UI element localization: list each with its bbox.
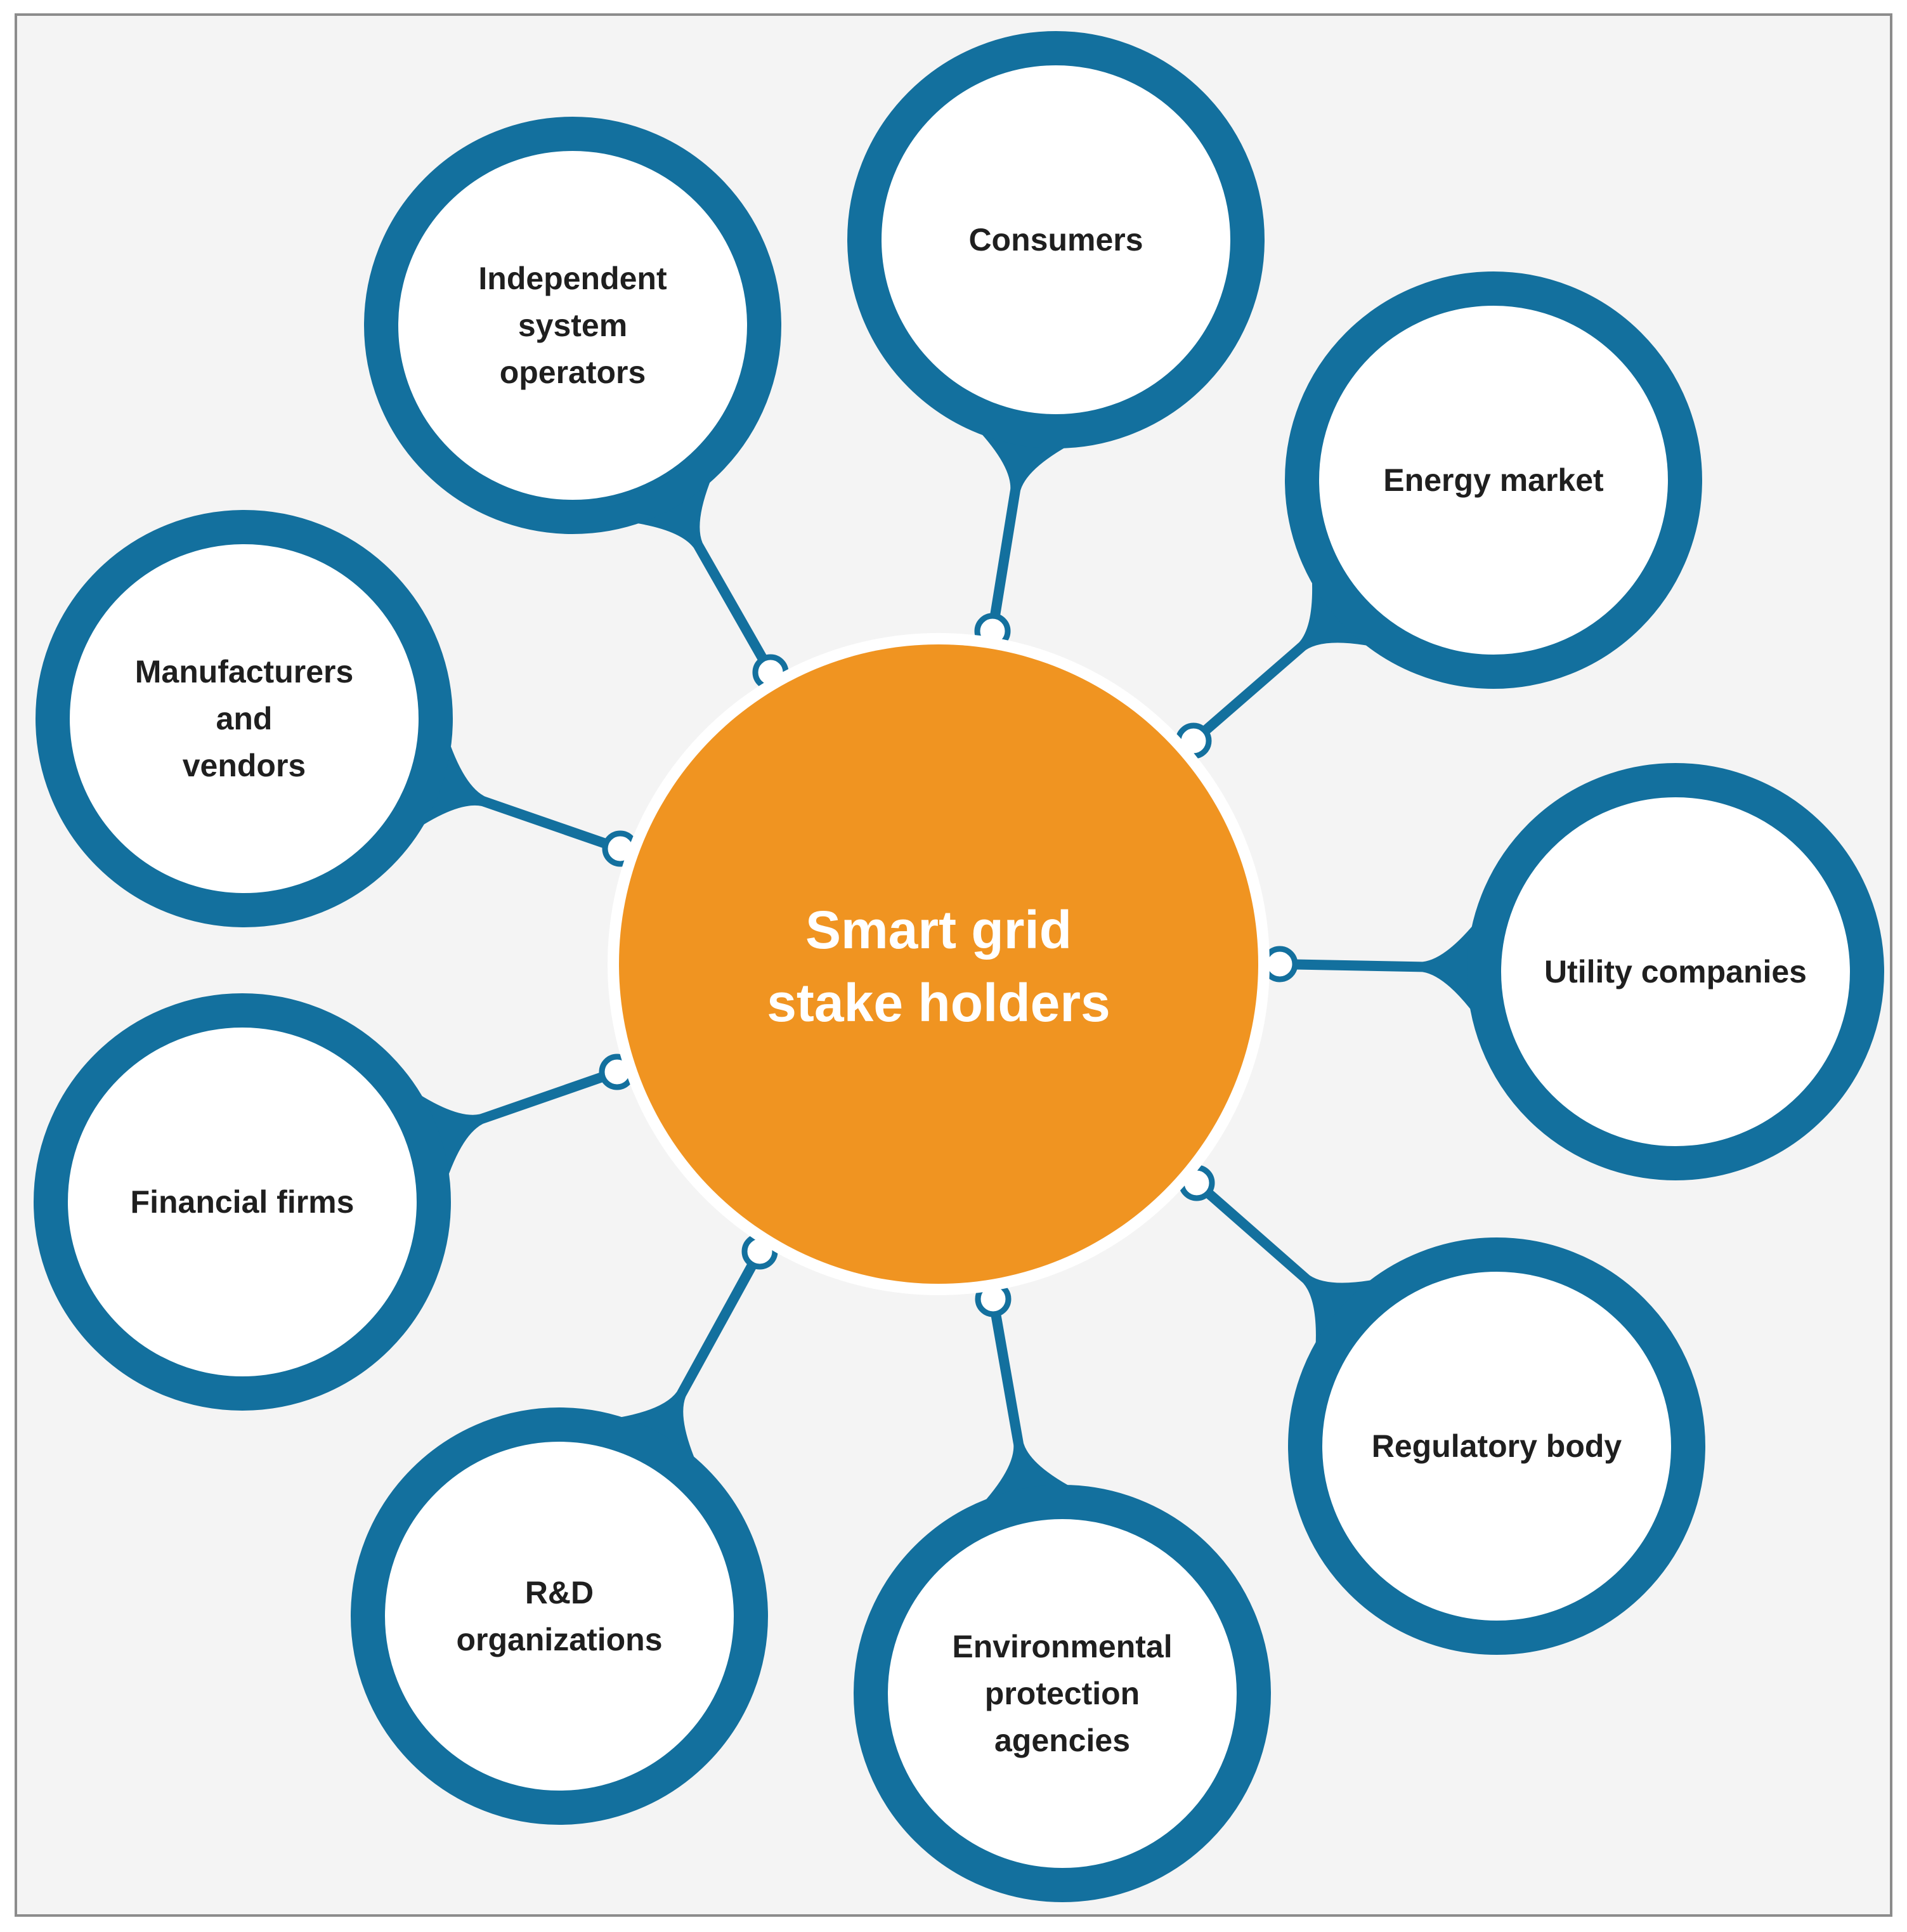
node-ring-manufacturers-and-vendors: [36, 510, 453, 927]
node-label-utility-companies-line1: Utility companies: [1544, 954, 1807, 989]
hub: Smart grid stake holders: [608, 633, 1270, 1295]
node-independent-system-operators: Independent system operators: [364, 117, 781, 548]
node-ring-utility-companies: [1467, 763, 1884, 1180]
node-rd-organizations: R&D organizations: [351, 1392, 768, 1825]
connector-line-environmental-protection-agencies: [991, 1309, 1024, 1449]
node-environmental-protection-agencies: Environmental protection agencies: [854, 1443, 1271, 1902]
node-ring-consumers: [847, 31, 1265, 448]
connector-line-utility-companies: [1289, 959, 1428, 972]
node-label-manufacturers-and-vendors-line2: and: [216, 701, 273, 736]
node-manufacturers-and-vendors: Manufacturers and vendors: [36, 510, 485, 927]
hub-title-line1: Smart grid: [805, 900, 1072, 960]
node-ring-environmental-protection-agencies: [854, 1485, 1271, 1902]
node-label-regulatory-body-line1: Regulatory body: [1372, 1428, 1622, 1464]
node-label-rd-organizations-line2: organizations: [456, 1622, 662, 1657]
node-financial-firms: Financial firms: [34, 993, 483, 1411]
node-label-environmental-protection-agencies-line2: protection: [985, 1676, 1140, 1711]
node-energy-market: Energy market: [1285, 271, 1702, 689]
connector-line-manufacturers-and-vendors: [478, 796, 611, 849]
node-regulatory-body: Regulatory body: [1288, 1237, 1705, 1655]
node-label-independent-system-operators-line1: Independent: [478, 261, 667, 296]
connector-line-rd-organizations: [676, 1260, 758, 1400]
connector-line-independent-system-operators: [693, 540, 769, 665]
node-label-consumers-line1: Consumers: [968, 222, 1143, 258]
node-label-independent-system-operators-line3: operators: [500, 355, 646, 390]
node-ring-independent-system-operators: [364, 117, 781, 534]
connector-line-financial-firms: [476, 1071, 608, 1125]
node-label-financial-firms-line1: Financial firms: [131, 1184, 355, 1220]
connector-line-regulatory-body: [1203, 1187, 1312, 1284]
node-utility-companies: Utility companies: [1422, 763, 1884, 1180]
node-label-independent-system-operators-line2: system: [518, 308, 627, 343]
connector-line-consumers: [989, 484, 1021, 622]
node-ring-regulatory-body: [1288, 1237, 1705, 1655]
node-ring-energy-market: [1285, 271, 1702, 689]
node-label-manufacturers-and-vendors-line1: Manufacturers: [135, 654, 354, 689]
node-ring-financial-firms: [34, 993, 451, 1411]
hub-circle: [619, 644, 1258, 1284]
hub-title-line2: stake holders: [767, 973, 1110, 1033]
node-ring-rd-organizations: [351, 1407, 768, 1825]
node-label-rd-organizations-line1: R&D: [525, 1575, 594, 1610]
node-label-energy-market-line1: Energy market: [1383, 462, 1604, 498]
node-consumers: Consumers: [847, 31, 1265, 491]
node-label-environmental-protection-agencies-line1: Environmental: [952, 1629, 1172, 1664]
node-label-manufacturers-and-vendors-line3: vendors: [183, 748, 306, 783]
node-label-environmental-protection-agencies-line3: agencies: [994, 1723, 1130, 1758]
connector-line-energy-market: [1200, 641, 1308, 736]
